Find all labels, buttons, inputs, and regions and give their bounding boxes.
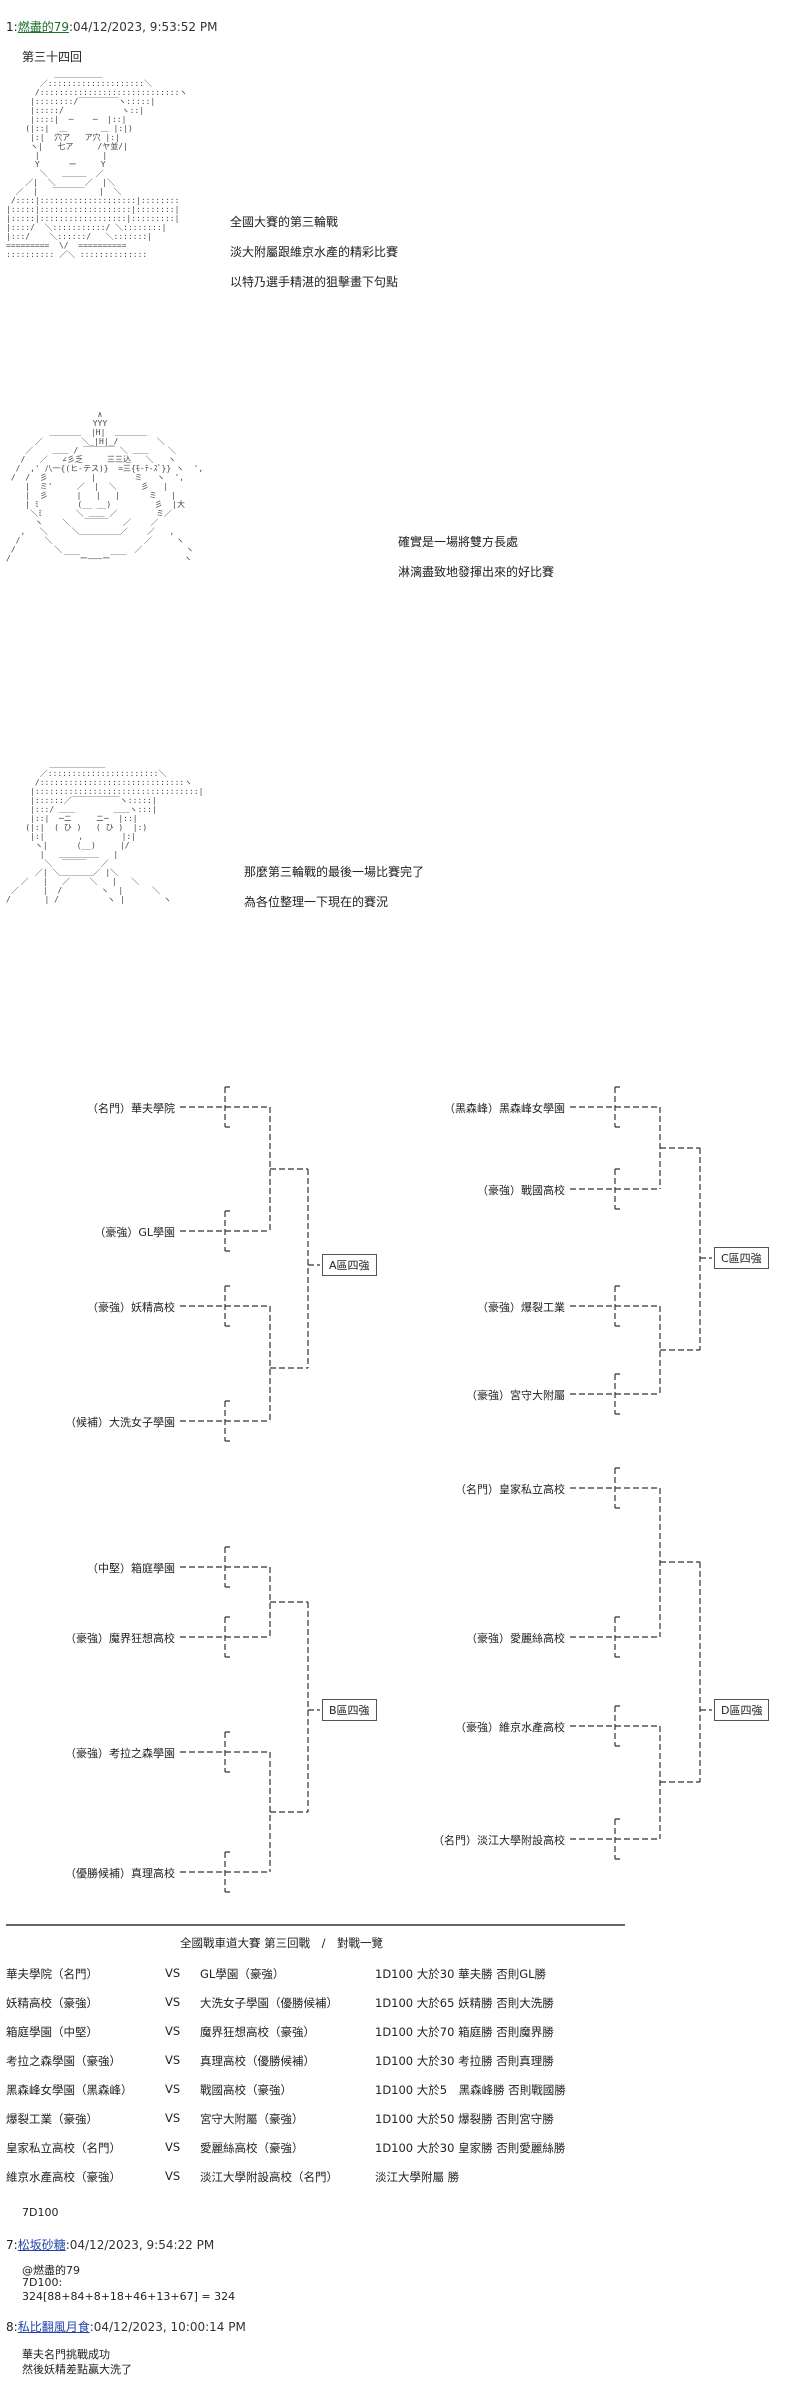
poster-name-link[interactable]: 私比翻風月食 <box>17 2320 90 2334</box>
chapter-title: 第三十四回 <box>22 50 83 64</box>
group-c-final-four-box: C區四強 <box>714 1247 769 1269</box>
table-cell-home: 皇家私立高校（名門） <box>6 2141 121 2155</box>
poster-name-link[interactable]: 松坂砂糖 <box>17 2238 66 2252</box>
narration-line: 那麼第三輪戰的最後一場比賽完了 <box>244 865 425 879</box>
post-number: 1: <box>6 20 18 34</box>
table-cell-home: 考拉之森學園（豪強） <box>6 2054 121 2068</box>
table-cell-home: 黑森峰女學園（黑森峰） <box>6 2083 133 2097</box>
table-cell-result: 1D100 大於30 考拉勝 否則真理勝 <box>375 2054 554 2068</box>
table-cell-home: 妖精高校（豪強） <box>6 1996 98 2010</box>
table-cell-vs: VS <box>165 1966 181 1980</box>
bracket-team: （豪強）爆裂工業 <box>477 1301 565 1314</box>
table-cell-result: 1D100 大於50 爆裂勝 否則宮守勝 <box>375 2112 554 2126</box>
table-cell-vs: VS <box>165 2082 181 2096</box>
group-a-final-four-box: A區四強 <box>322 1254 377 1276</box>
ascii-art-character-2: ∧ YYY ＿＿＿＿ |H| ＿＿＿＿ ／ ＼_|H|_/ ＼ ／ ＿＿ / ￣… <box>6 410 204 563</box>
post-date: :04/12/2023, 9:53:52 PM <box>68 20 218 34</box>
narration-line: 確實是一場將雙方長處 <box>398 535 519 549</box>
table-cell-away: 大洗女子學園（優勝候補） <box>200 1996 338 2010</box>
table-cell-vs: VS <box>165 1995 181 2009</box>
bracket-team: （名門）華夫學院 <box>87 1102 175 1115</box>
table-cell-result: 1D100 大於30 皇家勝 否則愛麗絲勝 <box>375 2141 566 2155</box>
table-cell-away: 戰國高校（豪強） <box>200 2083 292 2097</box>
table-cell-vs: VS <box>165 2140 181 2154</box>
bracket-team: （名門）皇家私立高校 <box>455 1483 565 1496</box>
table-cell-vs: VS <box>165 2024 181 2038</box>
table-cell-vs: VS <box>165 2053 181 2067</box>
narration-line: 淋漓盡致地發揮出來的好比賽 <box>398 565 555 579</box>
poster-name-link[interactable]: 燃盡的79 <box>17 20 69 34</box>
table-cell-home: 爆裂工業（豪強） <box>6 2112 98 2126</box>
bracket-team: （黑森峰）黑森峰女學園 <box>444 1102 565 1115</box>
dice-command: 7D100 <box>22 2206 59 2219</box>
table-cell-home: 華夫學院（名門） <box>6 1967 98 1981</box>
ascii-art-character-3: ＿＿＿＿＿＿＿ ／:::::::::::::::::::::::＼ /:::::… <box>6 760 204 904</box>
bracket-team: （豪強）宮守大附屬 <box>466 1389 565 1402</box>
dice-result: 324[88+84+8+18+46+13+67] = 324 <box>22 2290 236 2303</box>
bracket-team: （中堅）箱庭學園 <box>87 1562 175 1575</box>
post-date: :04/12/2023, 9:54:22 PM <box>65 2238 215 2252</box>
post-header: 8:私比翻風月食:04/12/2023, 10:00:14 PM <box>6 2318 246 2335</box>
bracket-team: （豪強）維京水產高校 <box>455 1721 565 1734</box>
bracket-team: （候補）大洗女子學園 <box>65 1416 175 1429</box>
table-cell-away: 魔界狂想高校（豪強） <box>200 2025 315 2039</box>
table-cell-away: 淡江大學附設高校（名門） <box>200 2170 338 2184</box>
reply-line: 華夫名門挑戰成功 <box>22 2348 110 2361</box>
narration-line: 全國大賽的第三輪戰 <box>230 215 339 229</box>
table-cell-away: 真理高校（優勝候補） <box>200 2054 315 2068</box>
dice-label: 7D100: <box>22 2276 63 2289</box>
bracket-team: （豪強）魔界狂想高校 <box>65 1632 175 1645</box>
table-cell-result: 1D100 大於70 箱庭勝 否則魔界勝 <box>375 2025 554 2039</box>
bracket-team: （豪強）考拉之森學園 <box>65 1747 175 1760</box>
table-cell-away: 愛麗絲高校（豪強） <box>200 2141 304 2155</box>
bracket-team: （豪強）戰國高校 <box>477 1184 565 1197</box>
bracket-team: （豪強）妖精高校 <box>87 1301 175 1314</box>
post-number: 7: <box>6 2238 18 2252</box>
table-cell-home: 箱庭學園（中堅） <box>6 2025 98 2039</box>
table-cell-away: GL學園（豪強） <box>200 1967 285 1981</box>
table-cell-result: 1D100 大於65 妖精勝 否則大洗勝 <box>375 1996 554 2010</box>
table-cell-result: 淡江大學附屬 勝 <box>375 2170 460 2184</box>
table-cell-result: 1D100 大於30 華夫勝 否則GL勝 <box>375 1967 547 1981</box>
table-cell-away: 宮守大附屬（豪強） <box>200 2112 304 2126</box>
table-cell-result: 1D100 大於5 黑森峰勝 否則戰國勝 <box>375 2083 566 2097</box>
post-date: :04/12/2023, 10:00:14 PM <box>89 2320 246 2334</box>
table-cell-vs: VS <box>165 2169 181 2183</box>
post-header: 7:松坂砂糖:04/12/2023, 9:54:22 PM <box>6 2236 214 2253</box>
narration-line: 為各位整理一下現在的賽況 <box>244 895 389 909</box>
bracket-team: （優勝候補）真理高校 <box>65 1867 175 1880</box>
table-cell-vs: VS <box>165 2111 181 2125</box>
group-d-final-four-box: D區四強 <box>714 1699 770 1721</box>
ascii-art-character-1: ＿＿＿＿＿＿ ／::::::::::::::::::::＼ /:::::::::… <box>6 70 188 259</box>
table-cell-home: 維京水產高校（豪強） <box>6 2170 121 2184</box>
bracket-team: （豪強）GL學園 <box>94 1226 175 1239</box>
reply-mention[interactable]: @燃盡的79 <box>22 2264 80 2277</box>
narration-line: 以特乃選手精湛的狙擊畫下句點 <box>230 275 399 289</box>
narration-line: 淡大附屬跟維京水產的精彩比賽 <box>230 245 399 259</box>
bracket-team: （名門）淡江大學附設高校 <box>433 1834 565 1847</box>
group-b-final-four-box: B區四強 <box>322 1699 377 1721</box>
bracket-team: （豪強）愛麗絲高校 <box>466 1632 565 1645</box>
post-header: 1:燃盡的79:04/12/2023, 9:53:52 PM <box>6 18 217 35</box>
reply-line: 然後妖精差點贏大洗了 <box>22 2363 132 2376</box>
match-table-title: 全國戰車道大賽 第三回戰 / 對戰一覽 <box>180 1936 384 1950</box>
post-number: 8: <box>6 2320 18 2334</box>
